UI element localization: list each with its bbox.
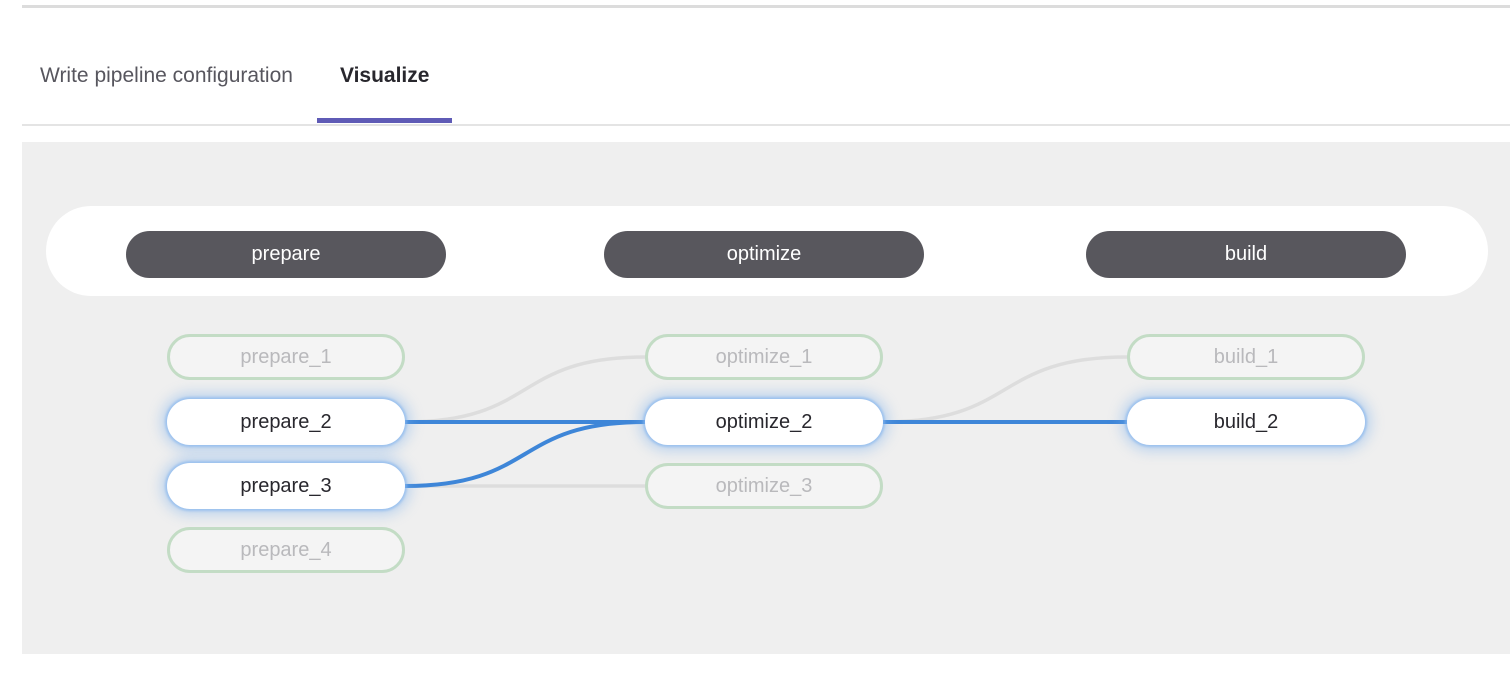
edge-prepare_2-to-optimize_1 bbox=[403, 355, 647, 424]
stage-label-prepare: prepare bbox=[126, 231, 446, 278]
top-divider bbox=[22, 5, 1510, 8]
tab-write-pipeline-configuration[interactable]: Write pipeline configuration bbox=[40, 0, 293, 123]
job-node-prepare_3[interactable]: prepare_3 bbox=[167, 463, 405, 509]
pipeline-edges-layer bbox=[403, 355, 1129, 488]
job-node-prepare_2[interactable]: prepare_2 bbox=[167, 399, 405, 445]
stage-label-build: build bbox=[1086, 231, 1406, 278]
job-node-build_2[interactable]: build_2 bbox=[1127, 399, 1365, 445]
job-node-prepare_4[interactable]: prepare_4 bbox=[167, 527, 405, 573]
job-node-optimize_2[interactable]: optimize_2 bbox=[645, 399, 883, 445]
tab-visualize[interactable]: Visualize bbox=[316, 0, 453, 123]
job-node-prepare_1[interactable]: prepare_1 bbox=[167, 334, 405, 380]
tab-bar: Write pipeline configuration Visualize bbox=[40, 0, 453, 123]
edge-optimize_2-to-build_1 bbox=[881, 355, 1129, 424]
stage-label-optimize: optimize bbox=[604, 231, 924, 278]
job-node-optimize_1[interactable]: optimize_1 bbox=[645, 334, 883, 380]
tabs-divider bbox=[22, 124, 1510, 126]
job-node-optimize_3[interactable]: optimize_3 bbox=[645, 463, 883, 509]
job-node-build_1[interactable]: build_1 bbox=[1127, 334, 1365, 380]
edge-prepare_3-to-optimize_2 bbox=[403, 420, 647, 488]
